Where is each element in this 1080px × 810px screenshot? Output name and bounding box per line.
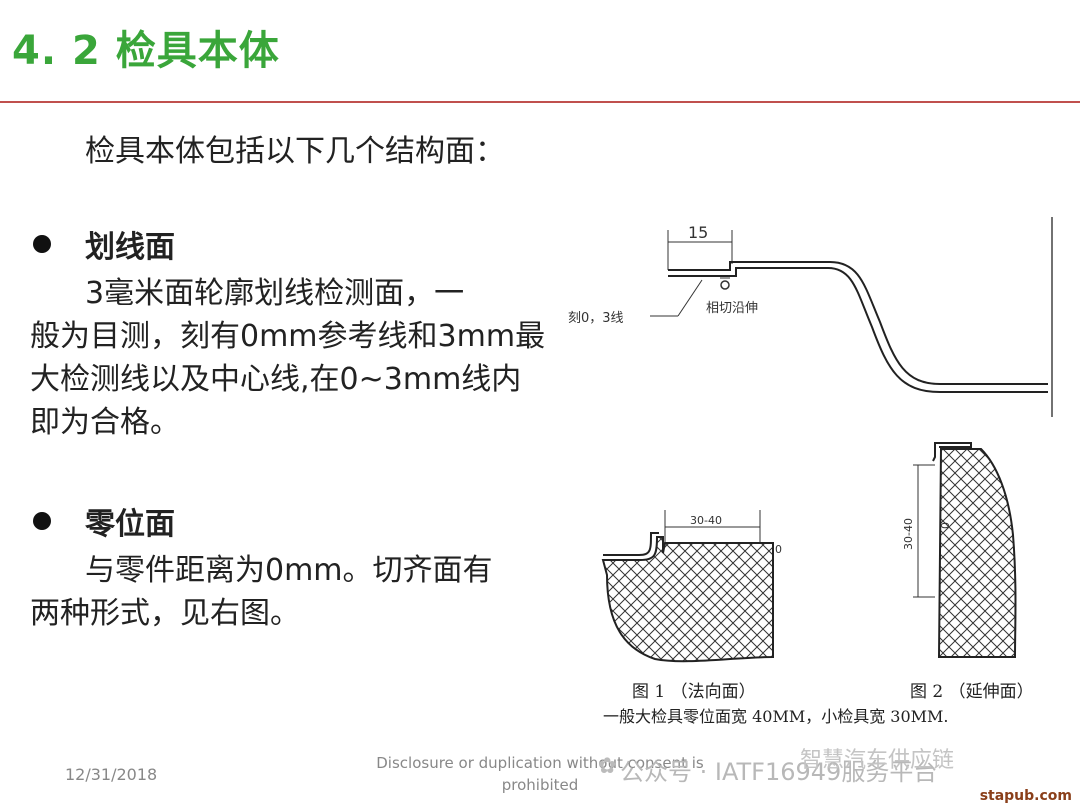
title-divider — [0, 101, 1080, 103]
slide-title: 4. 2 检具本体 — [12, 28, 280, 74]
section-body-line: 与零件距离为0mm。切齐面有 — [85, 553, 493, 588]
figure-1-caption: 图 1 （法向面） — [632, 682, 756, 702]
wechat-icon: ✿ — [598, 754, 617, 779]
intro-text: 检具本体包括以下几个结构面： — [85, 134, 505, 169]
figure-note: 一般大检具零位面宽 40MM，小检具宽 30MM. — [603, 707, 949, 726]
bullet-dot — [33, 235, 51, 253]
fig1-zero-mark: 0 — [775, 543, 782, 556]
figure-2-extension-face: 30-40 0 — [902, 442, 1017, 658]
fig1-dim-label: 30-40 — [690, 514, 722, 527]
section-body-line: 般为目测，刻有0mm参考线和3mm最大检测线以及中心线,在0~3mm线内即为合格… — [30, 319, 546, 440]
section-heading-scribe: 划线面 — [85, 230, 175, 265]
scribe-profile-diagram: 15 刻0，3线 相切沿伸 — [568, 217, 1053, 417]
site-watermark: stapub.com — [979, 788, 1072, 804]
dim-label-15: 15 — [688, 223, 708, 242]
label-tangent-extend: 相切沿伸 — [706, 301, 758, 316]
footer-disclosure: Disclosure or duplication without consen… — [376, 754, 704, 794]
section-body-line: 3毫米面轮廓划线检测面，一 — [85, 276, 465, 311]
bullet-dot — [33, 512, 51, 530]
watermark-text: 公众号 · IATF16949服务平台 — [620, 758, 938, 786]
figure-2-caption: 图 2 （延伸面） — [910, 682, 1034, 702]
section-body-line: 两种形式，见右图。 — [30, 596, 300, 631]
figure-1-normal-face: 30-40 0 — [601, 510, 782, 663]
watermark-text-secondary: 智慧汽车供应链 — [800, 748, 955, 773]
section-body-zero: 与零件距离为0mm。切齐面有 两种形式，见右图。 — [30, 549, 550, 635]
section-heading-zero: 零位面 — [85, 507, 175, 542]
fig2-dim-label: 30-40 — [902, 518, 915, 550]
zero-face-diagrams: 30-40 0 30-40 0 — [601, 442, 1017, 663]
label-scribe-lines: 刻0，3线 — [568, 311, 624, 326]
footer-date: 12/31/2018 — [65, 765, 158, 784]
section-body-scribe: 3毫米面轮廓划线检测面，一 般为目测，刻有0mm参考线和3mm最大检测线以及中心… — [30, 272, 550, 444]
